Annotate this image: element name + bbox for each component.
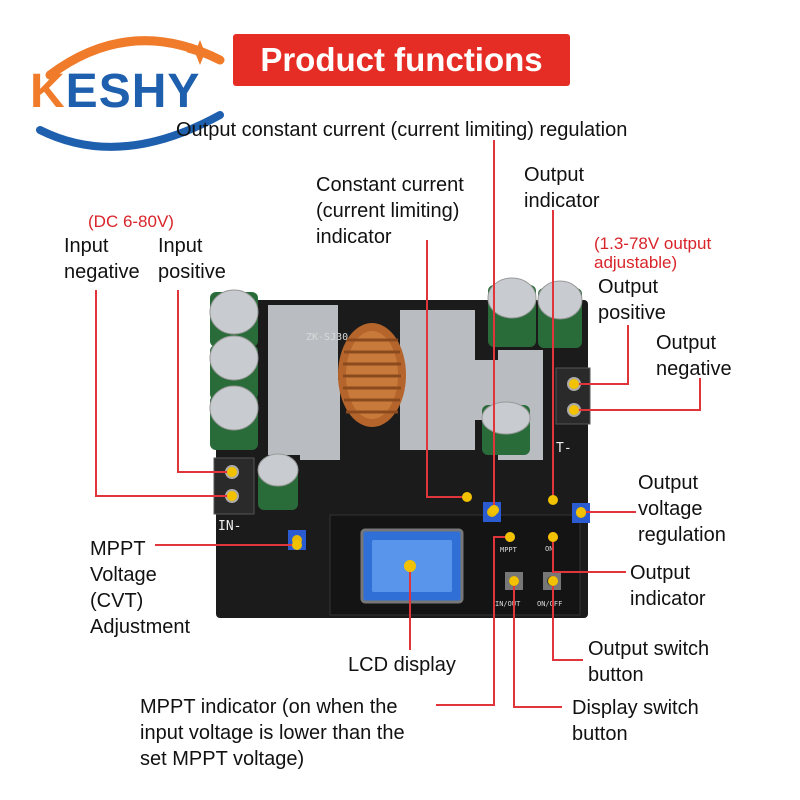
label-input-range: (DC 6-80V) [88, 212, 174, 231]
silk-on: ON [545, 545, 553, 553]
inductor-coil [338, 323, 406, 427]
leader-lines [95, 140, 701, 708]
label-output-range: (1.3-78V output adjustable) [594, 234, 712, 272]
label-output-switch-button: Output switch button [588, 638, 710, 686]
input-terminal [213, 457, 255, 515]
silk-onoff: ON/OFF [537, 600, 562, 608]
board-model: ZK-SJ30 [306, 332, 348, 343]
output-terminal [555, 367, 591, 425]
silk-out: T- [556, 441, 572, 456]
silk-inout: IN/OUT [495, 600, 521, 608]
label-output-voltage-regulation: Output voltage regulation [638, 472, 726, 546]
label-mppt-adjustment: MPPT Voltage (CVT) Adjustment [90, 538, 191, 638]
label-output-negative: Output negative [656, 332, 732, 380]
label-display-switch-button: Display switch button [572, 697, 699, 745]
input-capacitors [209, 289, 299, 510]
silk-in: IN- [218, 519, 241, 534]
label-input-positive: Input positive [158, 235, 226, 283]
logo-letter-k: K [30, 65, 66, 118]
silk-mppt: MPPT [500, 546, 518, 554]
label-output-positive: Output positive [598, 276, 666, 324]
page-title: Product functions [233, 34, 570, 86]
output-capacitors [481, 277, 583, 455]
logo-text: KESHY [30, 62, 200, 122]
logo-swoosh-icon [36, 36, 225, 151]
label-output-indicator-right: Output indicator [630, 562, 706, 610]
label-lcd-display: LCD display [348, 654, 456, 676]
label-output-cc-regulation: Output constant current (current limitin… [176, 119, 628, 141]
leader-dots [227, 379, 586, 586]
label-output-indicator-top: Output indicator [524, 164, 600, 212]
label-mppt-indicator: MPPT indicator (on when the input voltag… [140, 696, 405, 770]
logo-letters: ESHY [65, 65, 201, 118]
label-cc-indicator: Constant current (current limiting) indi… [316, 174, 464, 248]
label-input-negative: Input negative [64, 235, 140, 283]
